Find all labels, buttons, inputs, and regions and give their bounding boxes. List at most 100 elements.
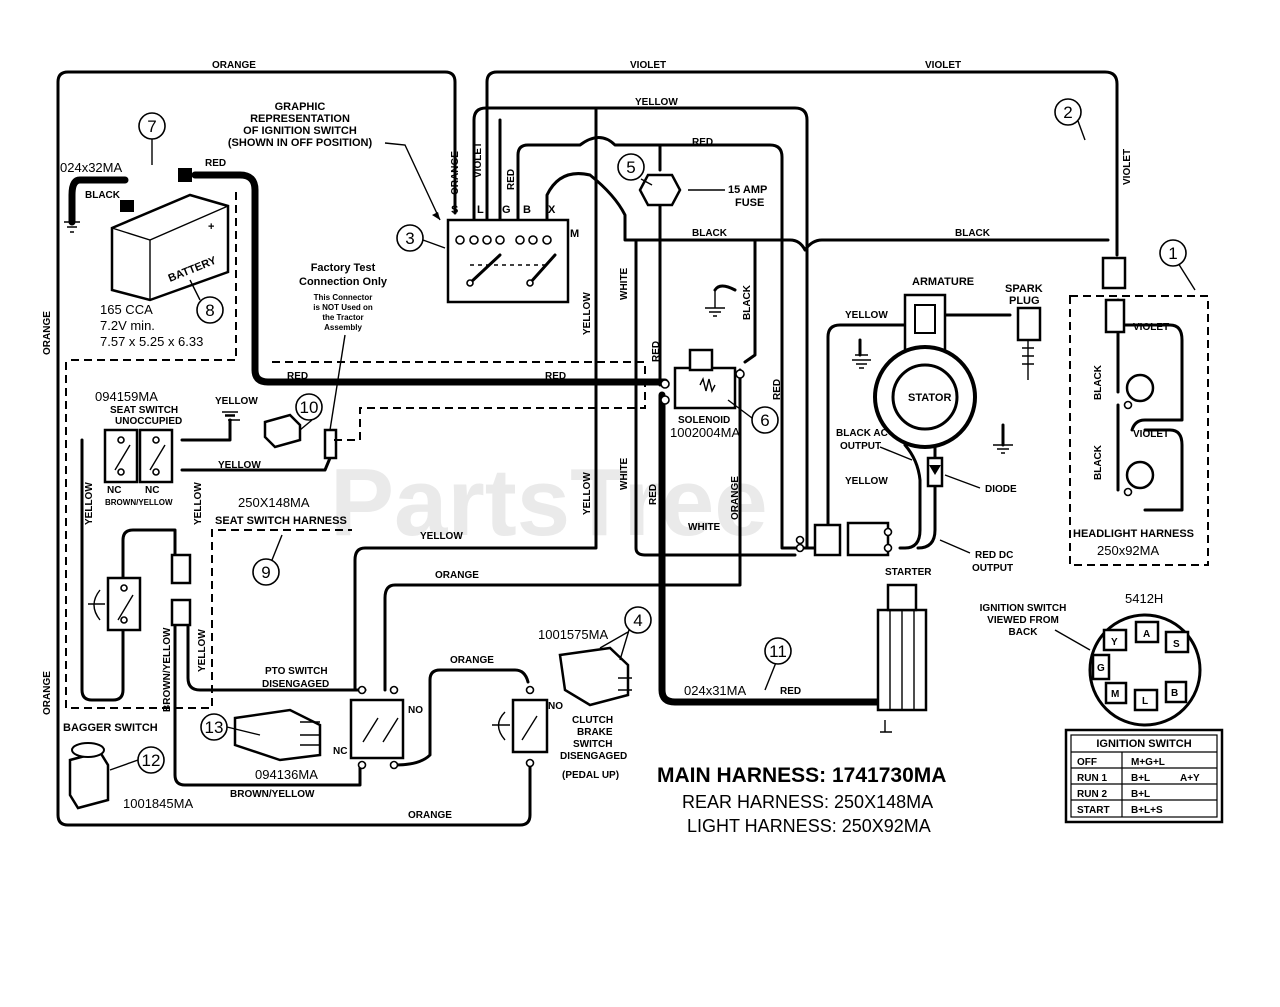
wire-label: BLACK	[1093, 444, 1104, 480]
svg-text:12: 12	[142, 751, 161, 770]
ignition-back-b: B	[1171, 688, 1178, 699]
clutch-brake-switch: 1001575MA NO CLUTCH BRAKE SWITCH DISENGA…	[492, 627, 632, 781]
battery: 024x32MA + BATTERY 165 CCA 7.2V min. 7.5…	[60, 160, 237, 361]
wire-label: VIOLET	[630, 60, 666, 71]
factory-test-note-2: is NOT Used on	[313, 303, 373, 312]
battery-plus: +	[208, 221, 214, 233]
wire-label: YELLOW	[84, 482, 95, 525]
starter-cable-part: 024x31MA	[684, 683, 746, 698]
wire-label: YELLOW	[845, 476, 888, 487]
ignition-back-part: 5412H	[1125, 591, 1163, 606]
wire-label: RED	[545, 371, 566, 382]
factory-test-plug	[323, 428, 338, 460]
wire-label: RED	[692, 137, 713, 148]
pto-switch-body	[349, 698, 405, 760]
seat-switch-title-2: UNOCCUPIED	[115, 416, 182, 427]
svg-text:3: 3	[405, 229, 414, 248]
watermark: PartsTree	[330, 449, 768, 556]
ignition-back-terminal-s-box	[1164, 630, 1190, 654]
engine-connector-2	[846, 521, 890, 557]
factory-test-note-3: the Tractor	[322, 313, 363, 322]
solenoid: SOLENOID 1002004MA	[660, 284, 745, 440]
wire-label: WHITE	[619, 457, 630, 490]
seat-switch-brown-yellow: BROWN/YELLOW	[105, 498, 173, 507]
clutch-title-2: BRAKE	[577, 727, 613, 738]
wire-label: VIOLET	[1133, 322, 1169, 333]
light-harness-title: LIGHT HARNESS: 250X92MA	[687, 816, 931, 836]
ignition-graphic-title-3: OF IGNITION SWITCH	[243, 125, 357, 137]
rear-harness-title: REAR HARNESS: 250X148MA	[682, 792, 933, 812]
callout-3: 3	[396, 224, 424, 252]
wire-label: RED	[780, 686, 801, 697]
ignition-back-s: S	[1173, 639, 1180, 650]
wire-label: RED	[772, 379, 783, 400]
wire-label: YELLOW	[635, 97, 678, 108]
diode-label: DIODE	[985, 484, 1017, 495]
svg-text:9: 9	[261, 563, 270, 582]
ignition-back-m: M	[1111, 689, 1119, 700]
armature-label: ARMATURE	[912, 276, 974, 288]
wire-label: BROWN/YELLOW	[230, 789, 315, 800]
bagger-connector-1	[170, 553, 192, 585]
callout-4: 4	[624, 606, 652, 634]
wire-label: BLACK	[85, 190, 121, 201]
callout-9: 9	[252, 558, 280, 586]
ignition-table-cell: A+Y	[1180, 773, 1200, 784]
terminal-b: B	[523, 204, 531, 216]
ignition-graphic-title-2: REPRESENTATION	[250, 113, 350, 125]
clutch-title-4: DISENGAGED	[560, 751, 627, 762]
solenoid-terminal	[688, 348, 714, 372]
wire-label: VIOLET	[925, 60, 961, 71]
ignition-back-terminal-b-box	[1164, 680, 1188, 704]
callout-2: 2	[1054, 98, 1082, 126]
headlight-harness-part: 250x92MA	[1097, 543, 1159, 558]
callout-12: 12	[137, 746, 165, 774]
wire-label: YELLOW	[582, 472, 593, 515]
ignition-table-cell: OFF	[1077, 757, 1097, 768]
main-harness-title: MAIN HARNESS: 1741730MA	[657, 764, 946, 787]
pto-no-label: NO	[408, 705, 423, 716]
callout-5: 5	[617, 153, 645, 181]
wire-label: YELLOW	[215, 396, 258, 407]
svg-text:6: 6	[760, 411, 769, 430]
black-ac-label-1: BLACK AC	[836, 428, 888, 439]
ignition-switch-back-view: IGNITION SWITCH VIEWED FROM BACK 5412H Y…	[980, 591, 1202, 727]
headlight-harness: HEADLIGHT HARNESS 250x92MA	[1069, 254, 1209, 566]
svg-text:1: 1	[1168, 244, 1177, 263]
ignition-back-title-2: VIEWED FROM	[987, 615, 1059, 626]
ignition-back-title-1: IGNITION SWITCH	[980, 603, 1067, 614]
fuse-label-1: 15 AMP	[728, 184, 767, 196]
bagger-part-number: 1001845MA	[123, 796, 193, 811]
headlight-bulb-2	[1125, 460, 1155, 490]
svg-text:13: 13	[205, 718, 224, 737]
factory-test-note-1: This Connector	[314, 293, 373, 302]
factory-test-title-2: Connection Only	[299, 276, 388, 288]
wire-label: VIOLET	[473, 142, 484, 178]
wire-label: YELLOW	[420, 531, 463, 542]
svg-text:2: 2	[1063, 103, 1072, 122]
wire-label: VIOLET	[1133, 429, 1169, 440]
svg-text:5: 5	[626, 158, 635, 177]
ignition-back-a: A	[1143, 629, 1150, 640]
wire-label: YELLOW	[845, 310, 888, 321]
wire-label: YELLOW	[197, 629, 208, 672]
stator	[891, 363, 959, 431]
wire-label: ORANGE	[42, 671, 53, 715]
bagger-switch: BAGGER SWITCH 1001845MA	[63, 722, 193, 811]
svg-text:4: 4	[633, 611, 642, 630]
ignition-back-title-3: BACK	[1009, 627, 1039, 638]
wire-label: VIOLET	[1122, 149, 1133, 185]
callout-7: 7	[138, 112, 166, 140]
clutch-title-3: SWITCH	[573, 739, 612, 750]
ignition-back-terminal-y-box	[1102, 628, 1128, 652]
callout-10: 10	[295, 393, 323, 421]
clutch-title-5: (PEDAL UP)	[562, 770, 619, 781]
pto-switch: PTO SWITCH DISENGAGED NO NC 094136MA	[233, 666, 423, 782]
starter-label: STARTER	[885, 567, 932, 578]
terminal-l: L	[477, 204, 484, 216]
clutch-no-label: NO	[548, 701, 563, 712]
clutch-switch-part	[558, 646, 630, 707]
seat-switch-title-1: SEAT SWITCH	[110, 405, 178, 416]
